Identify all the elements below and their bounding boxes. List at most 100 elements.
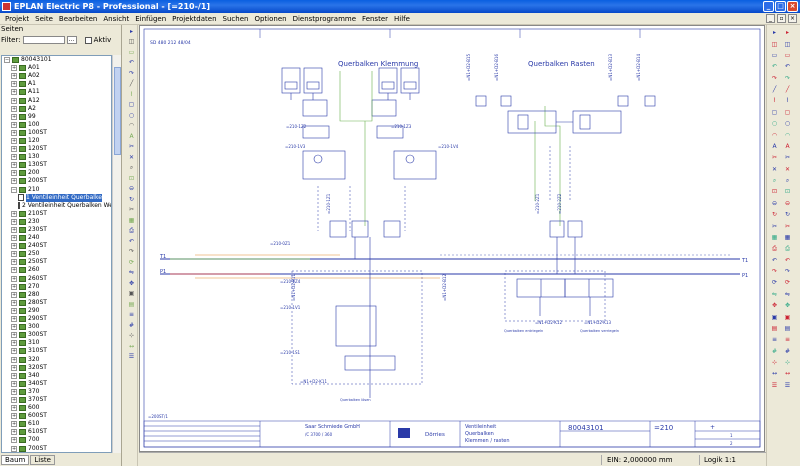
red-dot-icon[interactable]: ✕ [784,165,791,173]
switch-icon[interactable]: ⊡ [771,188,778,196]
expand-icon[interactable]: + [11,283,17,290]
cable-icon[interactable]: ↶ [771,63,778,71]
tree-folder-item[interactable]: +A01 [2,64,111,72]
cut-icon[interactable]: ✂ [128,206,135,213]
expand-icon[interactable]: + [11,121,17,128]
tree-folder-item[interactable]: +250 [2,250,111,258]
tree-folder-item[interactable]: +230 [2,218,111,226]
expand-icon[interactable]: + [11,356,17,363]
expand-icon[interactable]: + [11,437,17,444]
double-line-icon[interactable]: ⊖ [784,199,791,207]
menu-ansicht[interactable]: Ansicht [103,14,130,23]
expand-icon[interactable]: + [11,348,17,355]
connector-icon[interactable]: ◫ [771,40,778,48]
expand-icon[interactable]: + [11,105,17,112]
wire-icon[interactable]: ▸ [772,29,776,37]
tree-folder-item[interactable]: −210 [2,186,111,194]
minimize-button[interactable]: _ [763,1,774,12]
transformer-icon[interactable]: ▦ [771,233,778,241]
expand-icon[interactable]: + [11,413,17,420]
angle-icon[interactable]: ↷ [784,74,791,82]
tree-folder-item[interactable]: +260ST [2,275,111,283]
expand-icon[interactable]: + [11,97,17,104]
junction-icon[interactable]: ▢ [784,108,791,116]
tree-folder-item[interactable]: +600ST [2,412,111,420]
expand-icon[interactable]: + [11,445,17,452]
jump-icon[interactable]: ○ [784,120,791,128]
expand-icon[interactable]: + [11,210,17,217]
undo-icon[interactable]: ↶ [128,59,135,66]
fuse-icon[interactable]: ✂ [771,222,778,230]
menu-optionen[interactable]: Optionen [254,14,287,23]
cylinder-icon[interactable]: ✂ [771,154,778,162]
mount-icon[interactable]: # [771,347,778,355]
print-icon[interactable]: ⎙ [129,227,134,234]
tree-page-item[interactable]: 1 Ventileinheit Querbalke [2,193,111,202]
device-icon[interactable]: ≡ [771,336,778,344]
tree-scrollbar[interactable] [112,55,121,453]
expand-icon[interactable]: + [11,235,17,242]
plot-icon[interactable]: ☰ [771,381,778,389]
tree-folder-item[interactable]: +700 [2,436,111,444]
expand-icon[interactable]: + [11,267,17,274]
tree-folder-item[interactable]: +230ST [2,226,111,234]
tree-folder-item[interactable]: +270 [2,283,111,291]
import-icon[interactable]: ⊹ [784,359,791,367]
undo-icon[interactable]: ↶ [128,237,135,245]
redo-icon[interactable]: ↷ [128,248,135,255]
zoom-out-icon[interactable]: ⊖ [128,185,135,192]
menu-seite[interactable]: Seite [35,14,53,23]
tree-folder-item[interactable]: +100 [2,121,111,129]
tab-baum[interactable]: Baum [1,455,30,465]
ungroup-icon[interactable]: ▤ [128,300,135,308]
group-icon[interactable]: ▣ [128,290,135,297]
filter-select[interactable] [22,36,65,44]
line-icon[interactable]: ╱ [129,80,134,87]
net-icon[interactable]: ↶ [784,256,791,264]
tab-liste[interactable]: Liste [30,455,55,465]
valve-icon[interactable]: A [772,142,777,150]
motor-icon[interactable]: ⌕ [772,177,777,185]
link-icon[interactable]: A [785,142,790,150]
menu-einfuegen[interactable]: Einfügen [135,14,167,23]
report-icon[interactable]: ↔ [771,370,778,378]
tree-folder-item[interactable]: +A1 [2,80,111,88]
expand-icon[interactable]: + [11,65,17,72]
expand-icon[interactable]: + [11,332,17,339]
expand-icon[interactable]: + [11,299,17,306]
zoom-window-icon[interactable]: ⊡ [128,174,135,182]
check-icon[interactable]: ⇋ [784,290,791,298]
bridge-icon[interactable]: ▢ [771,108,778,116]
expand-icon[interactable]: + [11,81,17,88]
table-icon[interactable]: ▦ [128,216,135,224]
redo-icon[interactable]: ↷ [128,69,135,77]
tree-folder-item[interactable]: +610ST [2,428,111,436]
expand-icon[interactable]: + [11,259,17,266]
tree-folder-item[interactable]: +320ST [2,364,111,372]
red-square-icon[interactable]: ▸ [785,29,789,37]
tree-folder-item[interactable]: +600 [2,404,111,412]
tree-scroll-thumb[interactable] [114,67,121,155]
blue-line-icon[interactable]: ⌕ [785,177,790,185]
macro-icon[interactable]: ✥ [771,302,778,310]
tree-folder-item[interactable]: +120 [2,137,111,145]
signal-icon[interactable]: ↻ [784,211,791,219]
close-icon[interactable]: ✂ [784,154,791,162]
tree-folder-item[interactable]: +280ST [2,299,111,307]
polyline-icon[interactable]: ⌇ [130,90,133,98]
expand-icon[interactable]: + [11,396,17,403]
sort-icon[interactable]: ▣ [784,313,791,321]
tree-folder-item[interactable]: +A12 [2,96,111,104]
menu-projektdaten[interactable]: Projektdaten [172,14,217,23]
tree-folder-item[interactable]: +260 [2,266,111,274]
coil-icon[interactable]: ◠ [771,131,778,139]
expand-icon[interactable]: + [11,243,17,250]
tree-folder-item[interactable]: +A02 [2,72,111,80]
expand-icon[interactable]: + [11,429,17,436]
expand-icon[interactable]: + [11,146,17,153]
tree-folder-item[interactable]: +300 [2,323,111,331]
tree-folder-item[interactable]: +A2 [2,105,111,113]
tree-page-item[interactable]: 2 Ventileinheit Querbalken We [2,202,111,210]
expand-icon[interactable]: + [11,291,17,298]
page-icon[interactable]: ⊹ [771,359,778,367]
